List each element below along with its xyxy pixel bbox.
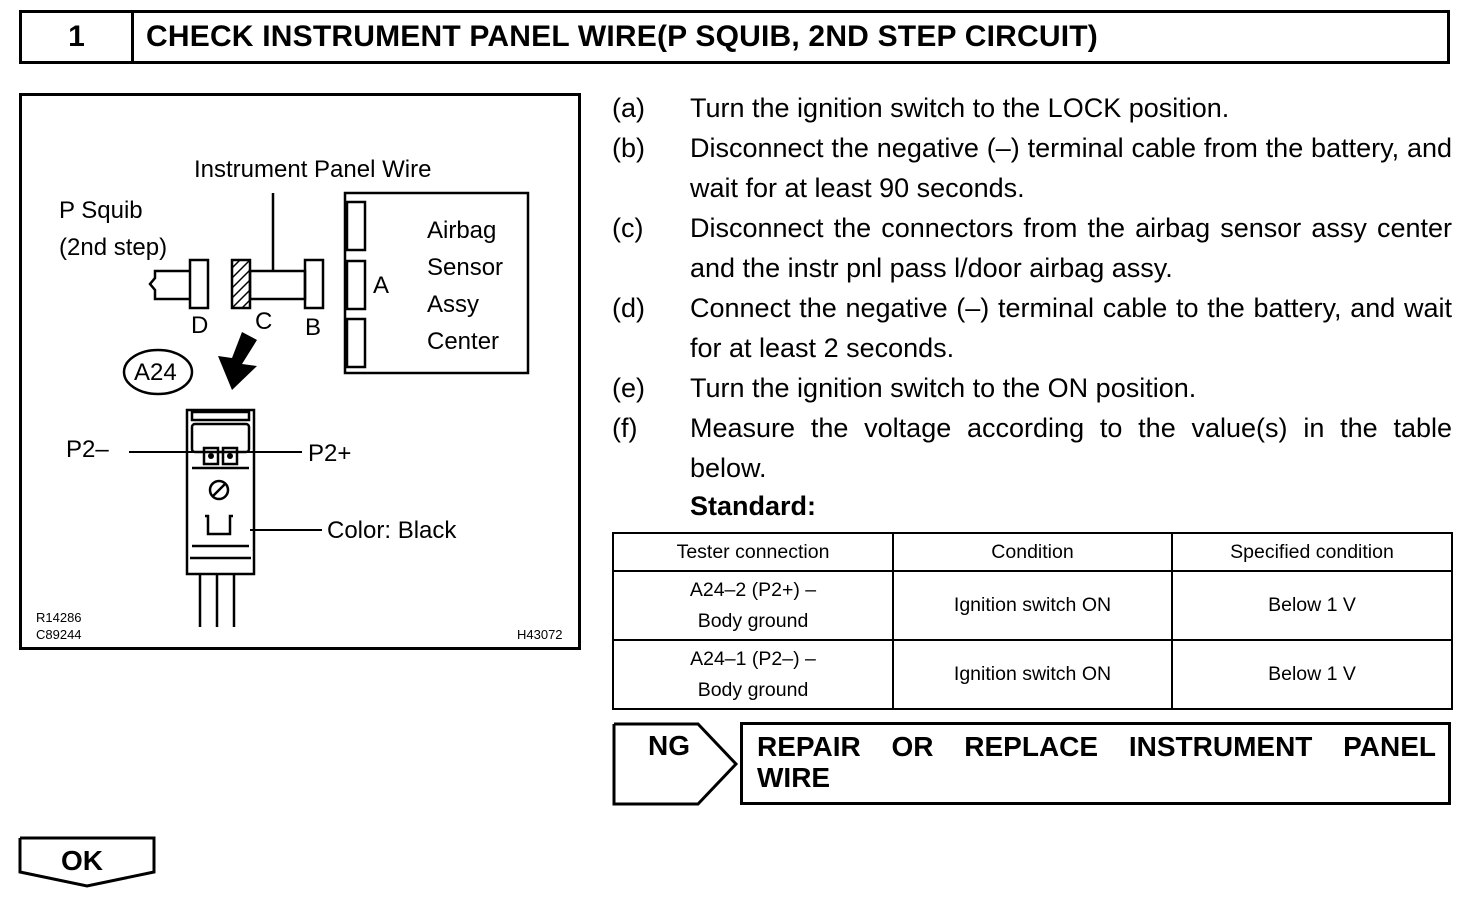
step-text: Turn the ignition switch to the ON posit…	[690, 373, 1197, 403]
table-cell-connection: A24–2 (P2+) – Body ground	[612, 570, 894, 641]
a24-connector-body	[185, 408, 256, 576]
step-title: CHECK INSTRUMENT PANEL WIRE(P SQUIB, 2ND…	[146, 20, 1098, 53]
label-p2-minus: P2–	[66, 436, 109, 463]
table-header-cell: Condition	[892, 532, 1173, 572]
step-text: Disconnect the negative (–) terminal cab…	[690, 133, 1452, 203]
figure-code-1: R14286	[36, 610, 82, 625]
step-letter: (d)	[612, 293, 645, 323]
step-b: (b) Disconnect the negative (–) terminal …	[612, 128, 1452, 208]
label-p-squib: P Squib	[59, 197, 143, 224]
table-cell-spec: Below 1 V	[1171, 639, 1453, 710]
connector-slot-a	[345, 259, 367, 311]
ng-arrow-box	[612, 722, 739, 806]
standard-table: Tester connection Condition Specified co…	[612, 532, 1453, 710]
step-e: (e) Turn the ignition switch to the ON po…	[612, 368, 1452, 408]
connector-c	[230, 258, 252, 310]
step-f: (f) Measure the voltage according to the …	[612, 408, 1452, 488]
label-color: Color: Black	[327, 517, 457, 544]
wiring-diagram	[122, 191, 530, 627]
step-c: (c) Disconnect the connectors from the ai…	[612, 208, 1452, 288]
step-a: (a) Turn the ignition switch to the LOCK …	[612, 88, 1452, 128]
connector-slot-1	[345, 200, 367, 252]
procedure-steps: (a) Turn the ignition switch to the LOCK …	[612, 88, 1452, 488]
connector-slot-3	[345, 317, 367, 369]
table-header-row: Tester connection Condition Specified co…	[612, 532, 1453, 572]
figure-code-3: H43072	[517, 627, 563, 642]
figure-code-2: C89244	[36, 627, 82, 642]
table-row: A24–2 (P2+) – Body ground Ignition switc…	[612, 570, 1453, 641]
airbag-sensor-box	[343, 191, 530, 375]
table-cell-connection: A24–1 (P2–) – Body ground	[612, 639, 894, 710]
connection-line: Body ground	[697, 678, 809, 701]
step-letter: (f)	[612, 413, 638, 443]
table-row: A24–1 (P2–) – Body ground Ignition switc…	[612, 639, 1453, 710]
label-p2-plus: P2+	[308, 440, 352, 467]
connection-line: Body ground	[697, 609, 809, 632]
step-number: 1	[22, 13, 134, 61]
label-conn-a: A	[373, 272, 390, 299]
step-text: Measure the voltage according to the val…	[690, 413, 1452, 483]
ok-arrow-box	[18, 836, 156, 888]
label-a24: A24	[134, 359, 177, 386]
connector-b	[303, 258, 325, 310]
step-letter: (e)	[612, 373, 645, 403]
table-cell-condition: Ignition switch ON	[892, 570, 1173, 641]
a24-callout	[122, 348, 194, 396]
connector-d	[188, 258, 210, 310]
label-conn-b: B	[305, 314, 322, 341]
ok-label: OK	[61, 845, 103, 876]
label-conn-c: C	[255, 308, 273, 335]
table-header-cell: Specified condition	[1171, 532, 1453, 572]
step-d: (d) Connect the negative (–) terminal cab…	[612, 288, 1452, 368]
wiring-figure: Instrument Panel Wire P Squib (2nd step)…	[19, 93, 581, 650]
connection-line: A24–2 (P2+) –	[689, 578, 817, 601]
step-text: Turn the ignition switch to the LOCK pos…	[690, 93, 1230, 123]
step-text: Connect the negative (–) terminal cable …	[690, 293, 1452, 363]
label-conn-d: D	[191, 312, 209, 339]
step-letter: (a)	[612, 93, 645, 123]
label-airbag: Airbag	[427, 217, 497, 244]
connection-line: A24–1 (P2–) –	[690, 647, 816, 670]
standard-label: Standard:	[690, 491, 817, 521]
label-assy: Assy	[427, 291, 480, 318]
label-p-squib-step: (2nd step)	[59, 234, 168, 261]
table-cell-condition: Ignition switch ON	[892, 639, 1173, 710]
table-header-cell: Tester connection	[612, 532, 894, 572]
label-instrument-panel-wire: Instrument Panel Wire	[194, 156, 432, 183]
step-text: Disconnect the connectors from the airba…	[690, 213, 1452, 283]
ng-label: NG	[648, 730, 690, 761]
step-header: 1 CHECK INSTRUMENT PANEL WIRE(P SQUIB, 2…	[19, 10, 1450, 64]
label-center: Center	[427, 328, 500, 355]
step-letter: (c)	[612, 213, 644, 243]
table-cell-spec: Below 1 V	[1171, 570, 1453, 641]
step-letter: (b)	[612, 133, 645, 163]
label-sensor: Sensor	[427, 254, 504, 281]
harness-body	[248, 269, 307, 301]
insertion-arrow	[218, 332, 257, 390]
ng-action-box: REPAIR OR REPLACE INSTRUMENT PANEL WIRE	[740, 722, 1451, 805]
